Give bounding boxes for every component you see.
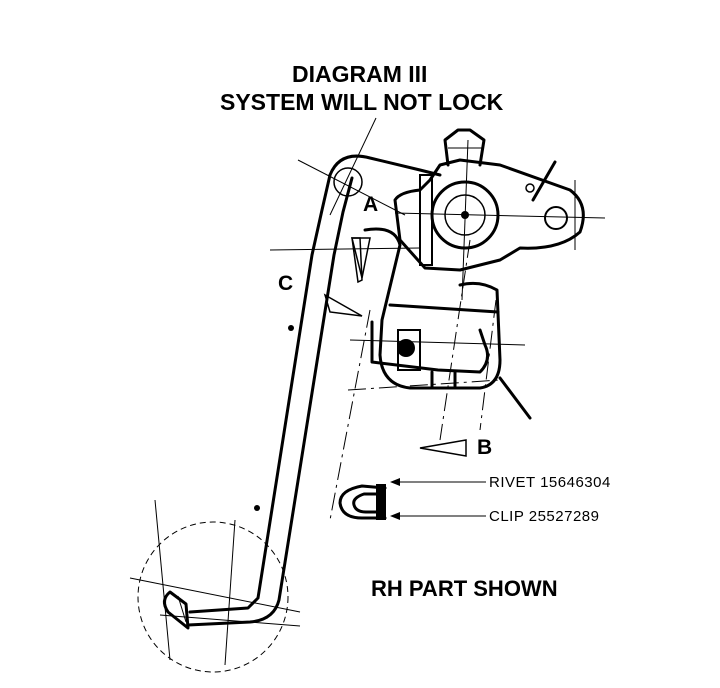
- diagram-title: DIAGRAM III: [292, 61, 428, 87]
- callout-leaders: [390, 478, 486, 520]
- rivet-callout: RIVET 15646304: [489, 474, 611, 491]
- lever-arm: [186, 154, 442, 627]
- diagram-subtitle: SYSTEM WILL NOT LOCK: [220, 89, 504, 115]
- direction-arrows: [323, 237, 467, 457]
- label-a: A: [363, 193, 379, 216]
- part-note: RH PART SHOWN: [371, 576, 558, 601]
- label-c: C: [278, 272, 294, 295]
- pedal-tip: [163, 590, 190, 630]
- pivot-housing: [393, 128, 585, 420]
- clip-part: [338, 484, 387, 520]
- label-b: B: [477, 436, 493, 459]
- clip-callout: CLIP 25527289: [489, 508, 600, 525]
- latch-bracket: [363, 227, 502, 390]
- reference-circle: [137, 521, 289, 673]
- centerlines: [129, 117, 606, 666]
